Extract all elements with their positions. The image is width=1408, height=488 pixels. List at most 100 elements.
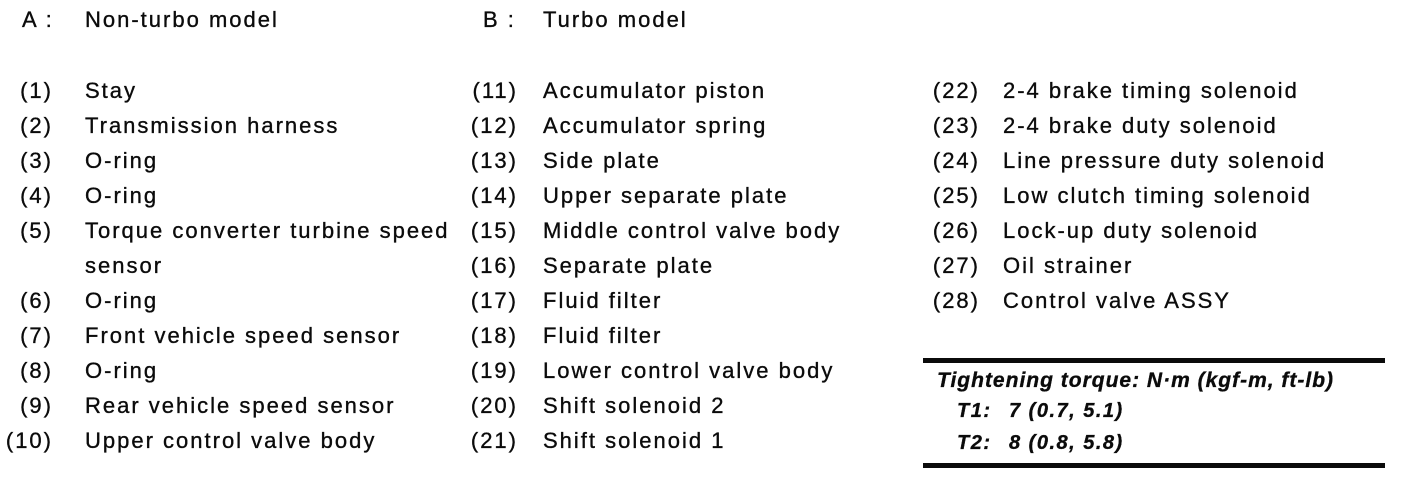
part-label: Control valve ASSY xyxy=(1003,288,1231,313)
part-row: (21) Shift solenoid 1 xyxy=(465,423,943,458)
part-number: (26) xyxy=(932,218,980,243)
part-label: Separate plate xyxy=(543,253,715,278)
part-label: O-ring xyxy=(85,183,159,208)
part-row: (23) 2-4 brake duty solenoid xyxy=(927,108,1403,143)
part-number: (2) xyxy=(20,113,53,138)
part-row: (11) Accumulator piston xyxy=(465,73,943,108)
part-label: O-ring xyxy=(85,148,159,173)
torque-entry-t2-value: 8 (0.8, 5.8) xyxy=(1009,432,1124,454)
part-number: (1) xyxy=(20,78,53,103)
part-number: (11) xyxy=(472,78,518,103)
part-label: Accumulator spring xyxy=(543,113,768,138)
part-number: (28) xyxy=(932,288,980,313)
part-number: (16) xyxy=(470,253,518,278)
part-label: Side plate xyxy=(543,148,661,173)
part-row: (9) Rear vehicle speed sensor xyxy=(0,388,475,423)
part-label: Oil strainer xyxy=(1003,253,1134,278)
part-number: (18) xyxy=(470,323,518,348)
part-label: Middle control valve body xyxy=(543,218,842,243)
part-label: Stay xyxy=(85,78,138,103)
part-label: Accumulator piston xyxy=(543,78,767,103)
part-row: (2) Transmission harness xyxy=(0,108,475,143)
part-row: (5) Torque converter turbine speed sensor xyxy=(0,213,475,283)
parts-column-3: (22) 2-4 brake timing solenoid (23) 2-4 bra… xyxy=(927,73,1403,318)
torque-entry-t2: T2: 8 (0.8, 5.8) xyxy=(957,427,1373,459)
part-row: (15) Middle control valve body xyxy=(465,213,943,248)
part-row: (27) Oil strainer xyxy=(927,248,1403,283)
part-number: (10) xyxy=(5,428,53,453)
part-number: (9) xyxy=(20,393,53,418)
part-number: (19) xyxy=(470,358,518,383)
part-label: Fluid filter xyxy=(543,288,663,313)
part-number: (12) xyxy=(470,113,518,138)
part-number: (13) xyxy=(470,148,518,173)
part-number: (25) xyxy=(932,183,980,208)
part-row: (12) Accumulator spring xyxy=(465,108,943,143)
part-row: (19) Lower control valve body xyxy=(465,353,943,388)
part-number: (6) xyxy=(20,288,53,313)
part-row: (25) Low clutch timing solenoid xyxy=(927,178,1403,213)
model-key-b-letter: B : xyxy=(483,7,516,32)
part-label: Upper separate plate xyxy=(543,183,789,208)
part-label: Rear vehicle speed sensor xyxy=(85,393,396,418)
part-number: (21) xyxy=(470,428,518,453)
model-key-a: A : Non-turbo model xyxy=(22,2,279,37)
tightening-torque-note: Tightening torque: N·m (kgf-m, ft-lb) T1… xyxy=(923,358,1385,468)
torque-entry-t1-value: 7 (0.7, 5.1) xyxy=(1009,400,1124,422)
part-number: (17) xyxy=(470,288,518,313)
part-row: (7) Front vehicle speed sensor xyxy=(0,318,475,353)
part-number: (3) xyxy=(20,148,53,173)
part-label: Low clutch timing solenoid xyxy=(1003,183,1312,208)
part-number: (23) xyxy=(932,113,980,138)
part-number: (27) xyxy=(932,253,980,278)
parts-column-1: (1)Stay(2)Transmission harness(3)O-ring(… xyxy=(0,73,475,458)
part-row: (3) O-ring xyxy=(0,143,475,178)
part-label: Shift solenoid 2 xyxy=(543,393,726,418)
part-row: (8) O-ring xyxy=(0,353,475,388)
model-key-b: B : Turbo model xyxy=(483,2,688,37)
part-label: 2-4 brake duty solenoid xyxy=(1003,113,1278,138)
part-label: Lower control valve body xyxy=(543,358,835,383)
part-label: Upper control valve body xyxy=(85,428,377,453)
torque-entry-t1-key: T1: xyxy=(957,400,992,422)
part-number: (14) xyxy=(470,183,518,208)
torque-entry-t1: T1: 7 (0.7, 5.1) xyxy=(957,395,1373,427)
part-row: (10) Upper control valve body xyxy=(0,423,475,458)
part-label: O-ring xyxy=(85,358,159,383)
part-row: (18) Fluid filter xyxy=(465,318,943,353)
part-label: Fluid filter xyxy=(543,323,663,348)
part-row: (16) Separate plate xyxy=(465,248,943,283)
part-label: Transmission harness xyxy=(85,113,340,138)
part-row: (26) Lock-up duty solenoid xyxy=(927,213,1403,248)
part-row: (24)Line pressure duty solenoid xyxy=(927,143,1403,178)
part-row: (28) Control valve ASSY xyxy=(927,283,1403,318)
part-label: Front vehicle speed sensor xyxy=(85,323,402,348)
part-number: (7) xyxy=(20,323,53,348)
part-row: (14) Upper separate plate xyxy=(465,178,943,213)
torque-entry-t2-key: T2: xyxy=(957,432,992,454)
part-label: O-ring xyxy=(85,288,159,313)
part-row: (13) Side plate xyxy=(465,143,943,178)
part-number: (24) xyxy=(932,148,980,173)
model-key-b-label: Turbo model xyxy=(543,7,688,32)
part-number: (15) xyxy=(470,218,518,243)
model-key-a-label: Non-turbo model xyxy=(85,7,279,32)
part-number: (22) xyxy=(932,78,980,103)
parts-column-2: (11) Accumulator piston (12) Accumulator sp… xyxy=(465,73,943,458)
part-row: (4)O-ring xyxy=(0,178,475,213)
part-label: Shift solenoid 1 xyxy=(543,428,726,453)
part-number: (20) xyxy=(470,393,518,418)
part-label: Lock-up duty solenoid xyxy=(1003,218,1260,243)
part-row: (1) Stay xyxy=(0,73,475,108)
part-number: (8) xyxy=(20,358,53,383)
part-number: (5) xyxy=(20,218,53,243)
tightening-torque-title: Tightening torque: N·m (kgf-m, ft-lb) xyxy=(937,369,1335,392)
part-label: 2-4 brake timing solenoid xyxy=(1003,78,1299,103)
part-label: Torque converter turbine speed sensor xyxy=(85,218,450,278)
part-row: (6) O-ring xyxy=(0,283,475,318)
model-key-a-letter: A : xyxy=(22,7,54,32)
part-row: (20) Shift solenoid 2 xyxy=(465,388,943,423)
part-row: (17) Fluid filter xyxy=(465,283,943,318)
part-row: (22) 2-4 brake timing solenoid xyxy=(927,73,1403,108)
